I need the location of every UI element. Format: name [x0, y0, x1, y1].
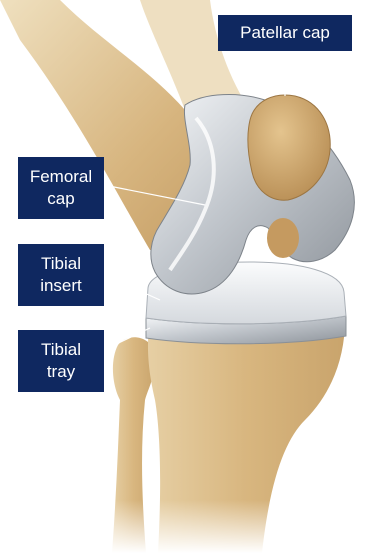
tibial-tray-line2: tray [47, 361, 75, 383]
tibial-insert-line1: Tibial [41, 253, 81, 275]
tibial-insert-line2: insert [40, 275, 82, 297]
tibial-tray-label: Tibial tray [18, 330, 104, 392]
patellar-cap-label: Patellar cap [218, 15, 352, 51]
femoral-cap-line1: Femoral [30, 166, 92, 188]
femoral-cap-line2: cap [47, 188, 74, 210]
tibial-insert-label: Tibial insert [18, 244, 104, 306]
tibial-tray-line1: Tibial [41, 339, 81, 361]
patellar-cap-text: Patellar cap [240, 22, 330, 44]
femoral-cap-label: Femoral cap [18, 157, 104, 219]
